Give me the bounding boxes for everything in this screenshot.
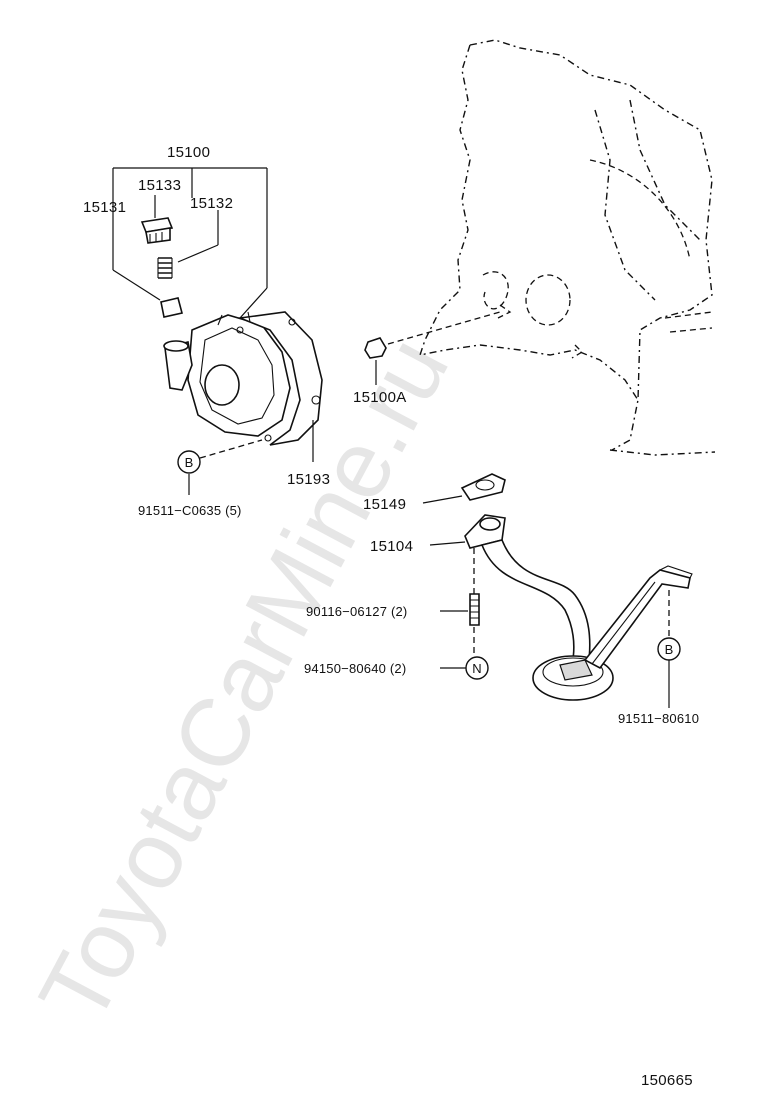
spring-15132: [157, 257, 173, 279]
label-94150-80640: 94150−80640 (2): [304, 661, 406, 676]
label-15133: 15133: [138, 177, 181, 194]
oil-strainer-15104: [429, 514, 693, 701]
label-90116-06127: 90116−06127 (2): [306, 604, 407, 619]
svg-text:B: B: [185, 455, 194, 470]
label-91511-c0635: 91511−C0635 (5): [138, 503, 242, 518]
marker-n: N: [465, 656, 489, 680]
svg-text:B: B: [665, 642, 674, 657]
bracket-15100: [112, 167, 268, 319]
engine-block-outline: [418, 39, 716, 456]
label-15100: 15100: [167, 144, 210, 161]
label-15104: 15104: [370, 538, 413, 555]
valve-15131: [160, 297, 183, 318]
svg-text:N: N: [472, 661, 482, 676]
gasket-15149: [422, 473, 506, 504]
label-15100A: 15100A: [353, 389, 407, 406]
label-15149: 15149: [363, 496, 406, 513]
diagram-id: 150665: [641, 1072, 693, 1089]
label-91511-80610: 91511−80610: [618, 711, 699, 726]
part-15100A: [364, 311, 501, 385]
oil-pump-body: [163, 311, 323, 446]
plug-15133: [140, 217, 174, 244]
marker-b-left: B: [177, 450, 201, 474]
label-15131: 15131: [83, 199, 126, 216]
label-15132: 15132: [190, 195, 233, 212]
marker-b-right: B: [657, 637, 681, 661]
stud-90116: [469, 593, 480, 626]
label-15193: 15193: [287, 471, 330, 488]
